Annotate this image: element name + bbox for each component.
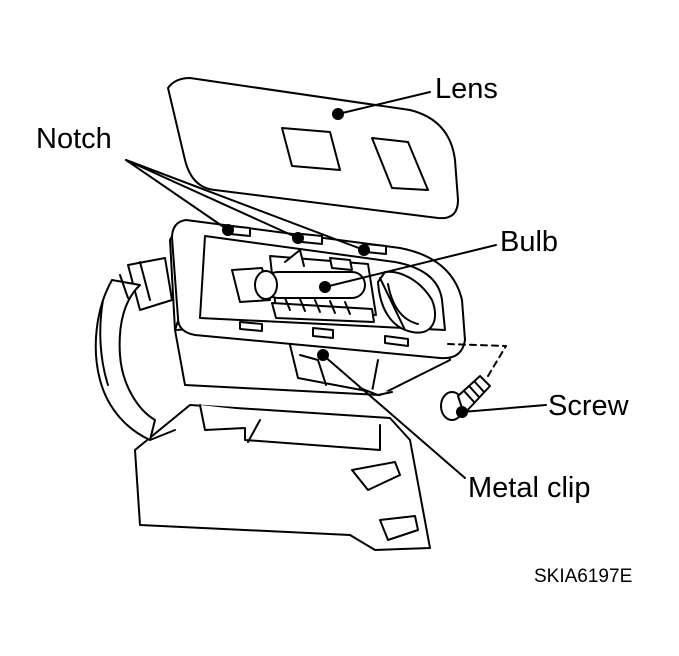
mounting-bracket (134, 404, 431, 551)
lens-label: Lens (435, 73, 498, 105)
notch-label: Notch (36, 123, 112, 155)
bulb-label: Bulb (500, 226, 559, 258)
wire-harness (94, 257, 173, 441)
leader-lines (125, 91, 547, 479)
bulb-assembly (231, 249, 437, 334)
metal-clip-label: Metal clip (468, 472, 591, 504)
bulb-glass (264, 271, 366, 299)
screw-label: Screw (548, 390, 629, 422)
lens-cover (167, 77, 459, 220)
figure-code: SKIA6197E (534, 566, 633, 587)
